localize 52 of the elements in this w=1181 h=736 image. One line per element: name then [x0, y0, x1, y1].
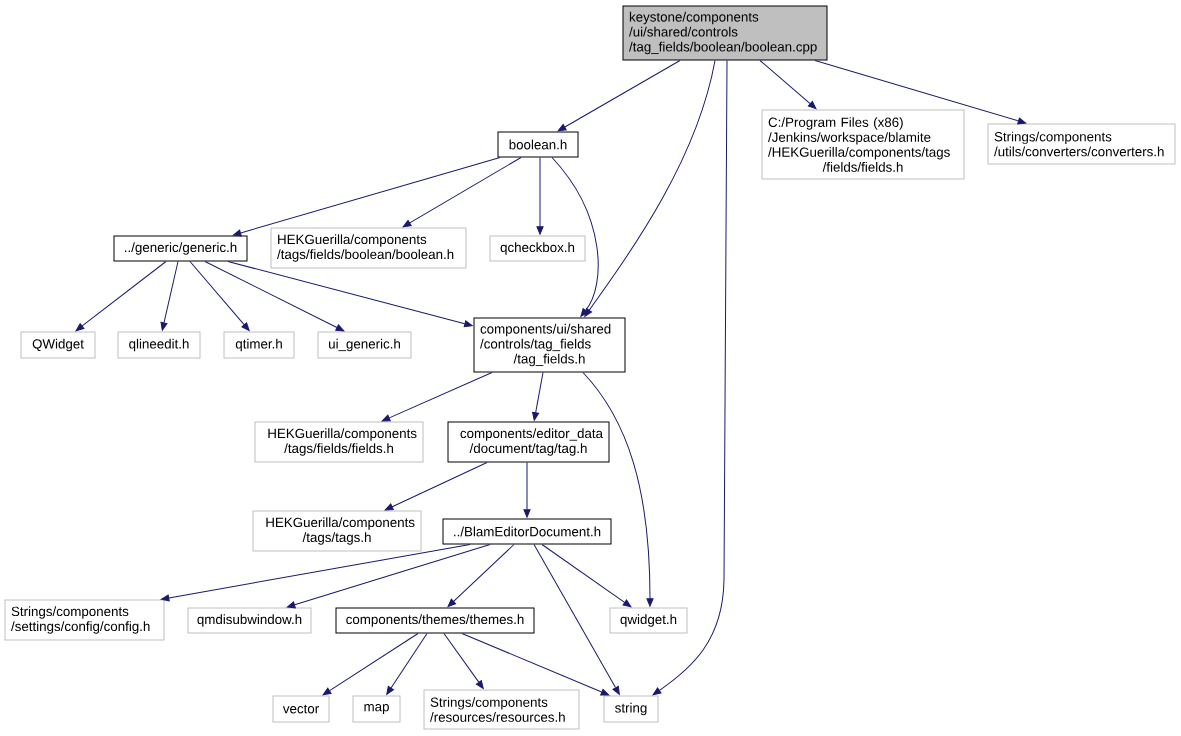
dependency-arrow [536, 157, 544, 235]
header-file-box: boolean.h [497, 131, 579, 158]
dependency-arrow [584, 60, 716, 317]
dependency-arrow [582, 372, 654, 607]
header-file-box: Strings/components /resources/resources.h [423, 689, 580, 730]
dependency-arrow [523, 462, 531, 518]
dependency-arrow [652, 60, 728, 696]
header-file-box: map [352, 695, 401, 723]
dependency-arrow [384, 462, 488, 511]
header-file-box: ../BlamEditorDocument.h [442, 518, 612, 545]
header-file-box: HEKGuerilla/components /tags/tags.h [252, 510, 422, 552]
dependency-arrow [160, 544, 471, 602]
header-file-box: qmdisubwindow.h [187, 607, 312, 634]
source-file-box: keystone/components /ui/shared/controls /tag_fields/boolean/boolean.cpp [622, 5, 828, 61]
header-file-box: C:/Program Files (x86) /Jenkins/workspace/blamite /HEKGuerilla/components/tags /fields/fields.h [761, 109, 965, 180]
dependency-arrow [443, 633, 484, 689]
dependency-arrow [75, 261, 167, 332]
dependency-arrow [160, 261, 179, 331]
dependency-arrow [532, 372, 544, 421]
dependency-arrow [461, 633, 610, 696]
dependency-arrow [402, 157, 522, 228]
header-file-box: Strings/components /settings/config/config.h [4, 599, 165, 641]
dependency-arrow [759, 60, 817, 110]
header-file-box: vector [272, 695, 330, 723]
dependency-arrow [189, 261, 250, 331]
header-file-box: components/ui/shared /controls/tag_fields /tag_fields.h [473, 317, 626, 373]
dependency-arrow [381, 372, 493, 422]
header-file-box: qlineedit.h [117, 331, 201, 359]
header-file-box: string [603, 695, 659, 723]
header-file-box: qcheckbox.h [489, 235, 586, 262]
header-file-box: QWidget [20, 331, 96, 359]
dependency-arrow [533, 544, 620, 695]
dependency-arrow [227, 261, 473, 328]
header-file-box: ../generic/generic.h [113, 235, 248, 262]
header-file-box: Strings/components /utils/converters/converters.h [987, 123, 1176, 165]
dependency-arrow [814, 60, 1027, 125]
header-file-box: components/editor_data /document/tag/tag.h [447, 421, 610, 463]
dependency-arrow [447, 544, 515, 608]
dependency-arrow [286, 544, 491, 609]
dependency-arrow [541, 544, 632, 608]
dependency-arrow [557, 60, 681, 132]
header-file-box: qtimer.h [223, 331, 295, 359]
header-file-box: HEKGuerilla/components /tags/fields/fields.h [254, 421, 424, 463]
dependency-arrow [322, 633, 419, 696]
header-file-box: qwidget.h [609, 607, 688, 634]
dependency-arrow [232, 157, 501, 237]
header-file-box: HEKGuerilla/components /tags/fields/boolean/boolean.h [270, 227, 467, 269]
dependency-arrow [386, 633, 428, 695]
header-file-box: components/themes/themes.h [335, 607, 535, 634]
header-file-box: ui_generic.h [317, 331, 412, 359]
dependency-arrow [204, 261, 345, 332]
dependency-arrow [551, 157, 599, 317]
